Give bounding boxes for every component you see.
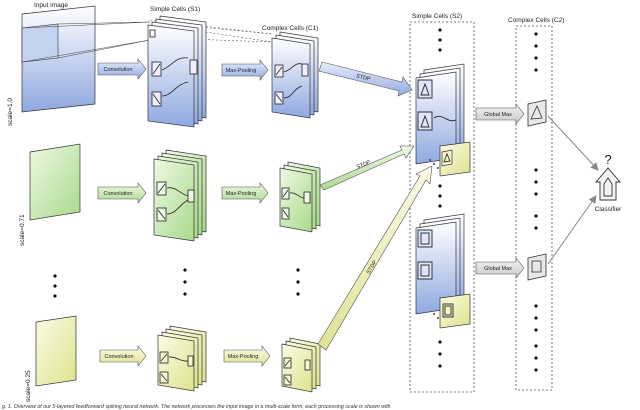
stdp-arrow-scale-3[interactable]: STDP: [317, 165, 433, 351]
maxpool-arrow-scale-1[interactable]: Max-Pooling: [221, 59, 269, 81]
globalmax-arrow-scale-1[interactable]: Global Max: [475, 103, 525, 125]
maxpool-label: Max-Pooling: [226, 68, 257, 74]
scale-label-1: scale=1.0: [7, 98, 14, 126]
c2-column-frame: [515, 25, 553, 391]
classifier-arrows: [547, 115, 599, 265]
scale-row-3: Convolution Max-Pooling STDP scale=0.25: [25, 165, 433, 402]
c2-feature-lower: [527, 253, 547, 281]
stdp-arrow-scale-1[interactable]: STDP: [318, 61, 413, 97]
maxpool-arrow-scale-2[interactable]: Max-Pooling: [221, 182, 269, 204]
stdp-label: STDP: [356, 159, 372, 170]
maxpool-arrow-scale-3[interactable]: Max-Pooling: [223, 345, 271, 367]
globalmax-label: Global Max: [484, 112, 512, 118]
projection-lines: [21, 21, 151, 63]
s2-column-frame: [409, 21, 475, 393]
s2-features-lower: [417, 229, 454, 318]
classifier-question-mark: ?: [604, 152, 611, 167]
input-image-scale-2: [29, 143, 81, 221]
stdp-label: STDP: [355, 73, 371, 82]
convolution-arrow-scale-3[interactable]: Convolution: [99, 345, 147, 367]
globalmax-label: Global Max: [484, 266, 512, 272]
convolution-label: Convolution: [104, 354, 133, 360]
maxpool-label: Max-Pooling: [228, 354, 259, 360]
header-c2: Complex Cells (C2): [508, 17, 564, 24]
input-image-scale-3: [35, 315, 77, 387]
classifier-icon: [595, 167, 621, 201]
s1-features-scale-3: [159, 351, 194, 384]
convolution-label: Convolution: [103, 191, 132, 197]
c2-feature-scale-1: [527, 99, 547, 127]
scale-label-2: scale=0.71: [19, 214, 26, 246]
s2-map-front-scale-2: [439, 141, 471, 177]
header-input-image: Input image: [34, 2, 68, 9]
s1-features-scale-1: [149, 29, 198, 107]
classifier-label: Classifier: [595, 206, 623, 213]
header-s1: Simple Cells (S1): [150, 6, 200, 13]
ellipsis-dots: [53, 28, 538, 372]
c1-features-scale-3: [283, 357, 311, 386]
globalmax-arrow-lower[interactable]: Global Max: [475, 257, 525, 279]
stdp-arrow-scale-2[interactable]: STDP: [319, 145, 415, 191]
c1-features-scale-2: [281, 187, 311, 220]
maxpool-label: Max-Pooling: [226, 191, 257, 197]
scale-label-3: scale=0.25: [25, 370, 32, 402]
scale-row-2: Convolution Max-Pooling STDP scale=0.71: [19, 141, 471, 319]
s1-features-scale-2: [156, 181, 195, 222]
scale-row-1: Convolution Max-Pooling STDP Global Max: [7, 5, 547, 165]
c1-features-scale-1: [274, 63, 309, 105]
s2-features-scale-1: [417, 79, 457, 131]
convolution-arrow-scale-2[interactable]: Convolution: [97, 182, 147, 204]
header-c1: Complex Cells (C1): [262, 25, 318, 32]
convolution-label: Convolution: [103, 67, 132, 73]
convolution-arrow-scale-1[interactable]: Convolution: [97, 58, 147, 80]
s1-map-stack-scale-2: [153, 149, 207, 242]
receptive-field-window: [21, 23, 59, 63]
figure-caption: g. 1. Overview of our 5-layered feedforw…: [2, 404, 391, 410]
header-s2: Simple Cells (S2): [412, 13, 462, 20]
s1-map-stack-scale-1: [147, 15, 207, 128]
